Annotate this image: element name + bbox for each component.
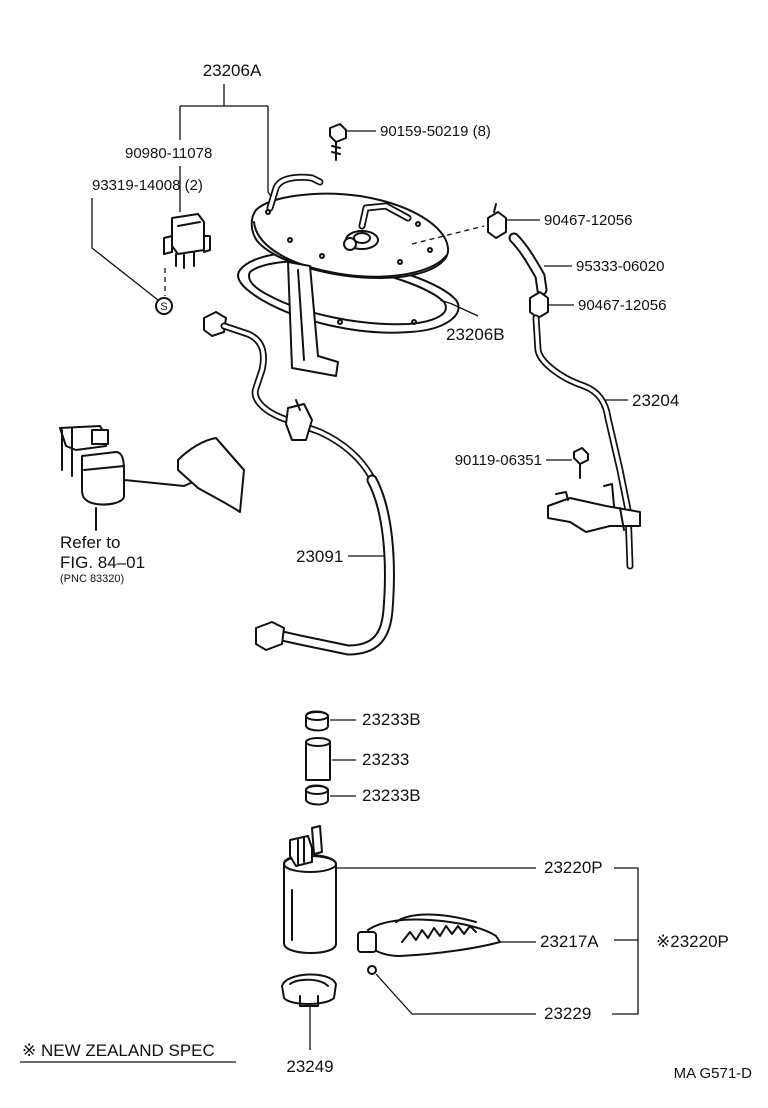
clip-23229[interactable]: 23229 [367, 965, 591, 1023]
label-90119-06351[interactable]: 90119-06351 [455, 452, 542, 469]
sub-assembly-bracket: 23206A [179, 61, 279, 207]
cushion-23233b-top[interactable]: 23233B [305, 710, 421, 732]
nz-spec-note: ※ NEW ZEALAND SPEC [22, 1041, 215, 1060]
label-23204[interactable]: 23204 [632, 391, 679, 410]
label-90980-11078[interactable]: 90980-11078 [125, 145, 212, 162]
clamp-90467-a[interactable]: 90467-12056 [487, 203, 632, 239]
label-23233b-top[interactable]: 23233B [362, 710, 421, 729]
label-90467-12056-a[interactable]: 90467-12056 [544, 212, 632, 229]
label-23206a[interactable]: 23206A [203, 61, 262, 80]
retainer-23249[interactable]: 23249 [281, 973, 337, 1076]
drawing-code: MA G571-D [674, 1065, 753, 1082]
label-23091[interactable]: 23091 [296, 547, 343, 566]
cushion-23233b-bottom[interactable]: 23233B [305, 784, 421, 806]
label-fig-84-01[interactable]: FIG. 84–01 [60, 553, 145, 572]
label-23249[interactable]: 23249 [286, 1057, 333, 1076]
label-refer-to: Refer to [60, 533, 120, 552]
label-90467-12056-b[interactable]: 90467-12056 [578, 297, 666, 314]
label-23229[interactable]: 23229 [544, 1004, 591, 1023]
label-pnc-83320: (PNC 83320) [60, 573, 124, 585]
filter-23217a[interactable]: 23217A ※23220P [357, 913, 729, 957]
label-90159-50219[interactable]: 90159-50219 (8) [380, 123, 491, 140]
tube-23233[interactable]: 23233 [305, 737, 409, 781]
pump-bracket-plate[interactable]: 23206B [237, 173, 505, 377]
washer-s[interactable]: S [91, 198, 173, 315]
label-23220p-nz[interactable]: ※23220P [656, 932, 729, 951]
bolt-90119[interactable]: 90119-06351 [455, 447, 589, 479]
label-23217a[interactable]: 23217A [540, 932, 599, 951]
label-23206b[interactable]: 23206B [446, 325, 505, 344]
label-95333-06020[interactable]: 95333-06020 [576, 258, 664, 275]
label-93319-14008[interactable]: 93319-14008 (2) [92, 177, 203, 194]
washer-symbol: S [160, 301, 167, 313]
clamp-90467-b[interactable]: 90467-12056 [529, 291, 666, 319]
fuel-pump-23220p[interactable]: 23220P [283, 825, 639, 1015]
fuel-sender-gauge[interactable]: Refer to FIG. 84–01 (PNC 83320) [59, 425, 245, 585]
screw-90159[interactable]: 90159-50219 (8) [329, 123, 491, 161]
label-23220p[interactable]: 23220P [544, 858, 603, 877]
pipe-23204[interactable]: 23204 [532, 314, 679, 570]
label-23233b-bottom[interactable]: 23233B [362, 786, 421, 805]
label-23233[interactable]: 23233 [362, 750, 409, 769]
fuel-hose-23091[interactable]: 23091 [203, 311, 395, 656]
sender-connector[interactable] [163, 166, 211, 296]
hose-95333[interactable]: 95333-06020 [508, 232, 664, 296]
